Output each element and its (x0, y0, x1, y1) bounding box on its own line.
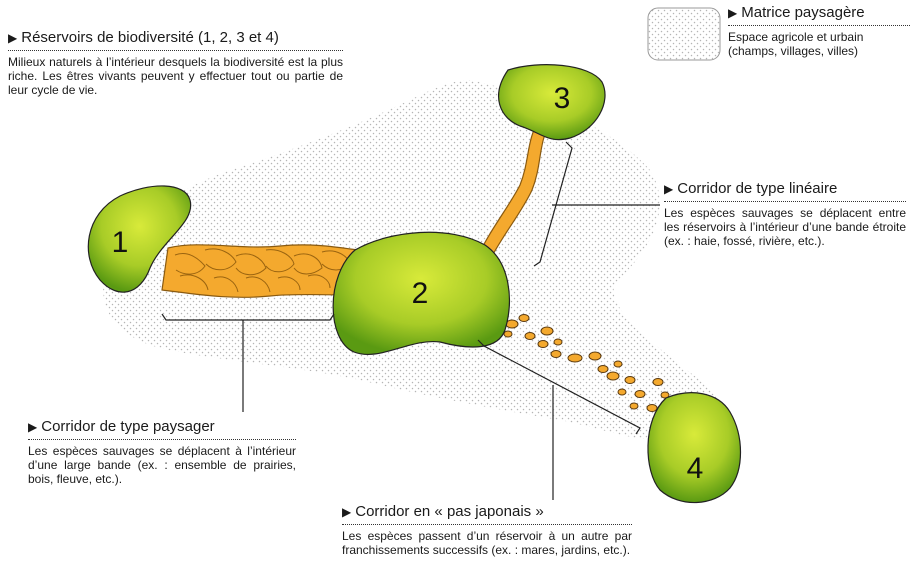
legend-lineaire-title: ▶ Corridor de type linéaire (664, 180, 906, 202)
triangle-icon: ▶ (664, 182, 673, 196)
reservoir-2: 2 (333, 232, 509, 354)
reservoir-2-label: 2 (412, 277, 429, 310)
legend-japonais: ▶ Corridor en « pas japonais » Les espèce… (342, 503, 632, 557)
triangle-icon: ▶ (8, 31, 17, 45)
legend-reservoirs-title: ▶ Réservoirs de biodiversité (1, 2, 3 et … (8, 29, 343, 51)
legend-japonais-title: ▶ Corridor en « pas japonais » (342, 503, 632, 525)
legend-matrice: ▶ Matrice paysagère Espace agricole et ur… (728, 4, 910, 58)
reservoir-3-label: 3 (554, 82, 571, 115)
reservoir-4: 4 (648, 393, 741, 503)
legend-japonais-text: Les espèces passent d’un réservoir à un … (342, 529, 632, 557)
triangle-icon: ▶ (28, 420, 37, 434)
legend-reservoirs-text: Milieux naturels à l’intérieur desquels … (8, 55, 343, 97)
legend-paysager-title: ▶ Corridor de type paysager (28, 418, 296, 440)
legend-matrice-text: Espace agricole et urbain (champs, villa… (728, 30, 910, 58)
legend-paysager: ▶ Corridor de type paysager Les espèces s… (28, 418, 296, 486)
legend-lineaire-title-text: Corridor de type linéaire (677, 180, 837, 197)
reservoir-4-label: 4 (687, 452, 704, 485)
legend-matrice-title: ▶ Matrice paysagère (728, 4, 910, 26)
legend-reservoirs-title-text: Réservoirs de biodiversité (1, 2, 3 et 4… (21, 29, 279, 46)
legend-reservoirs: ▶ Réservoirs de biodiversité (1, 2, 3 et … (8, 29, 343, 97)
legend-matrice-title-text: Matrice paysagère (741, 4, 864, 21)
legend-lineaire-text: Les espèces sauvages se déplacent entre … (664, 206, 906, 248)
legend-paysager-title-text: Corridor de type paysager (41, 418, 214, 435)
legend-paysager-text: Les espèces sauvages se déplacent à l’in… (28, 444, 296, 486)
triangle-icon: ▶ (342, 505, 351, 519)
triangle-icon: ▶ (728, 6, 737, 20)
matrix-legend-swatch (648, 8, 720, 60)
legend-japonais-title-text: Corridor en « pas japonais » (355, 503, 543, 520)
legend-lineaire: ▶ Corridor de type linéaire Les espèces s… (664, 180, 906, 248)
reservoir-1-label: 1 (112, 226, 129, 259)
